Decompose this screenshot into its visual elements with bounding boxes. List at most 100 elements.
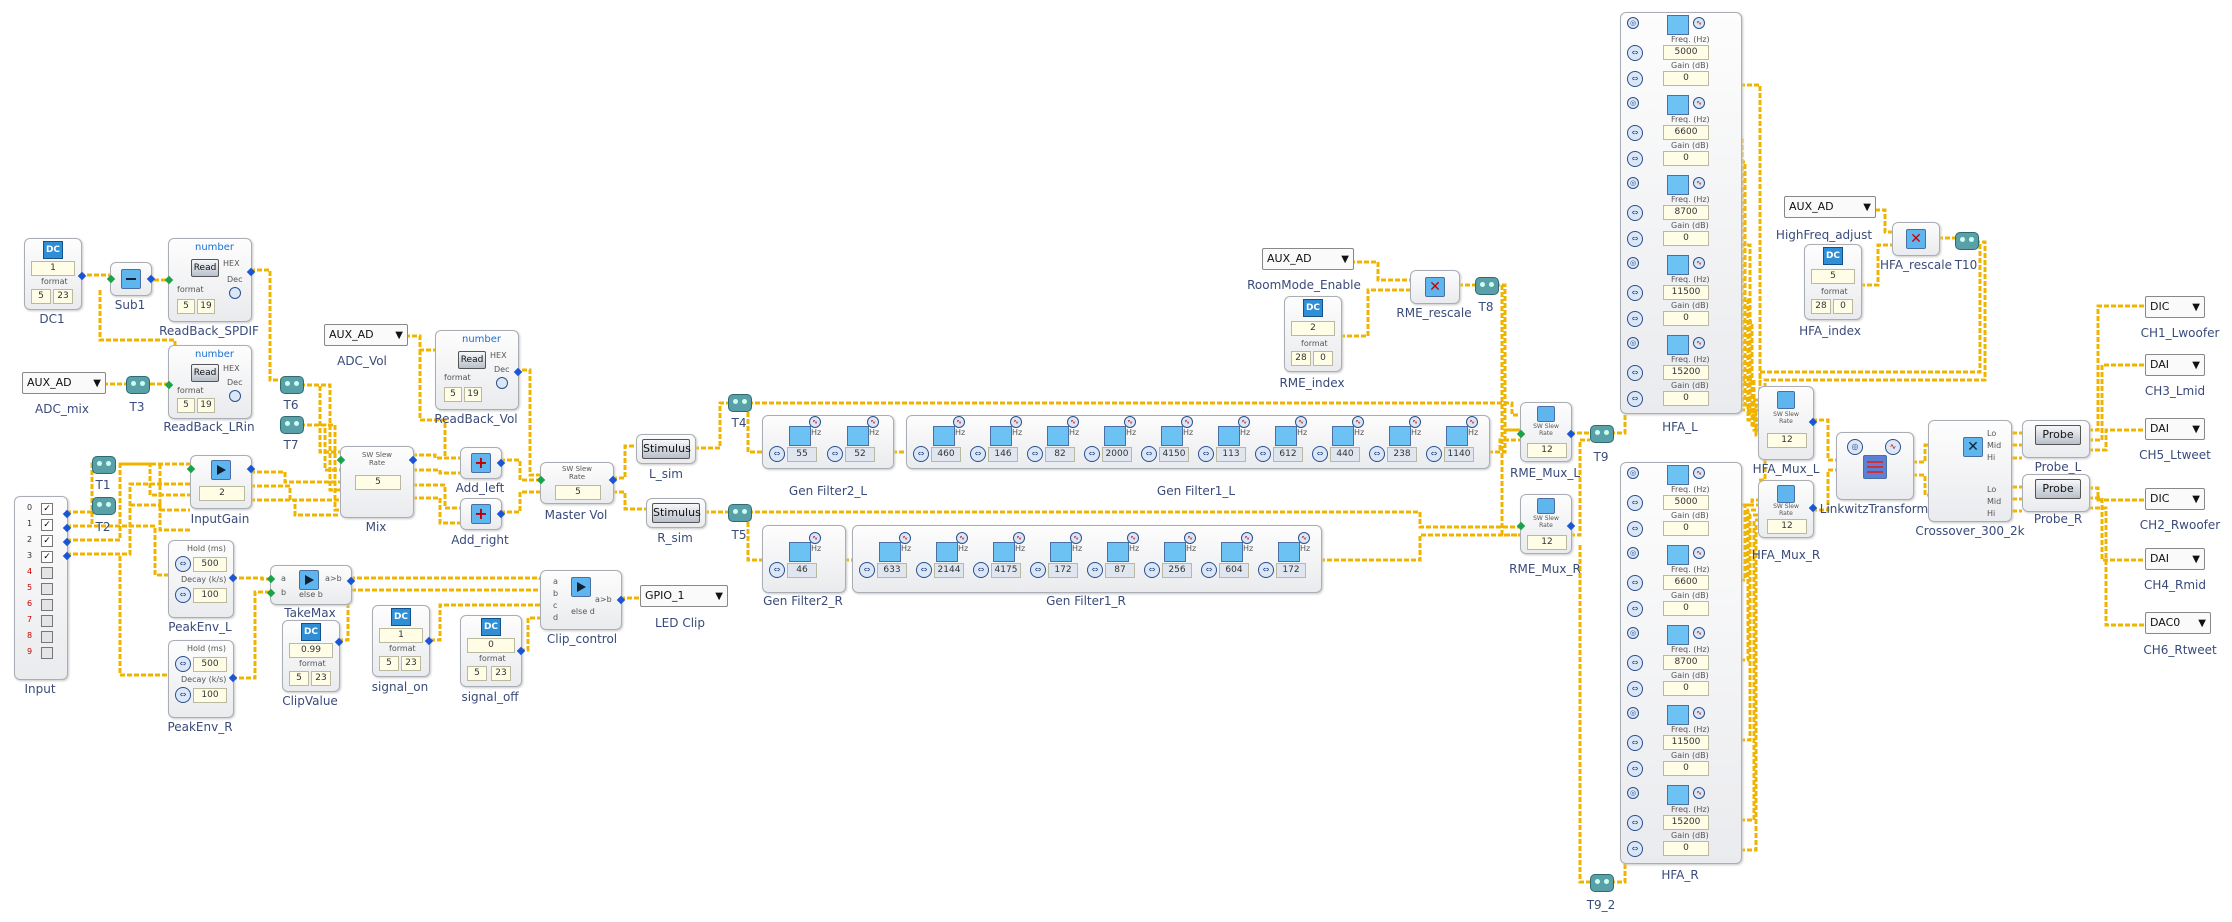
clipvalue-block[interactable]: DC 0.99 format 5 23	[282, 620, 344, 692]
ch5-dropdown[interactable]: DAI▼	[2145, 418, 2205, 440]
band-freq-knob[interactable]: ⇔	[1030, 562, 1046, 578]
hfa-rescale-block[interactable]: ✕	[1892, 222, 1940, 256]
input-checkbox-0[interactable]: ✓	[41, 503, 53, 515]
band-freq-knob[interactable]: ⇔	[1426, 446, 1442, 462]
band-freq-knob[interactable]: ⇔	[769, 446, 785, 462]
band-phase-icon[interactable]: ∿	[809, 416, 821, 428]
input-checkbox-8[interactable]	[41, 631, 53, 643]
band-phase-icon[interactable]: ∿	[956, 532, 968, 544]
band-freq-value[interactable]: 1140	[1444, 447, 1474, 462]
add-right-block[interactable]: +	[460, 498, 506, 530]
band-freq-value[interactable]: 172	[1276, 563, 1306, 578]
input-checkbox-4[interactable]	[41, 567, 53, 579]
band-freq-knob[interactable]: ⇔	[916, 562, 932, 578]
band-freq-value[interactable]: 4150	[1159, 447, 1189, 462]
inputgain-block[interactable]: 2	[186, 455, 256, 509]
band-phase-icon[interactable]: ∿	[1693, 787, 1705, 799]
hfa-freq-value[interactable]: 8700	[1663, 655, 1709, 670]
highfreq-adjust-dropdown[interactable]: AUX_AD▼	[1784, 196, 1876, 218]
band-gain-knob[interactable]: ⇔	[1627, 231, 1643, 247]
band-phase-icon[interactable]: ∿	[1013, 532, 1025, 544]
rme-index-fmt-b[interactable]: 0	[1313, 351, 1333, 366]
band-phase-icon[interactable]: ∿	[953, 416, 965, 428]
inputgain-value[interactable]: 2	[199, 486, 245, 501]
band-mode-icon[interactable]: ◎	[1627, 787, 1639, 799]
ch4-dropdown[interactable]: DAI▼	[2145, 548, 2205, 570]
band-mode-icon[interactable]: ◎	[1627, 97, 1639, 109]
t10-node[interactable]	[1955, 232, 1979, 250]
clipvalue-value[interactable]: 0.99	[289, 643, 333, 658]
band-phase-icon[interactable]: ∿	[1238, 416, 1250, 428]
t5-node[interactable]	[728, 504, 752, 522]
hfa-freq-value[interactable]: 11500	[1663, 285, 1709, 300]
band-freq-knob[interactable]: ⇔	[1312, 446, 1328, 462]
band-phase-icon[interactable]: ∿	[1070, 532, 1082, 544]
peakenv-r-hold-knob[interactable]: ⇔	[175, 656, 191, 672]
sub1-block[interactable]	[106, 262, 156, 296]
hfa-index-fmt-a[interactable]: 28	[1811, 299, 1831, 314]
dc1-block[interactable]: DC 1 format 5 23	[24, 238, 87, 310]
readback-spdif-dial-icon[interactable]	[229, 287, 241, 299]
band-phase-icon[interactable]: ∿	[1693, 337, 1705, 349]
rme-mux-r-block[interactable]: SW Slew Rate 12	[1516, 494, 1576, 554]
band-freq-knob[interactable]: ⇔	[970, 446, 986, 462]
band-mode-icon[interactable]: ◎	[1627, 467, 1639, 479]
band-phase-icon[interactable]: ∿	[1693, 547, 1705, 559]
hfa-freq-value[interactable]: 5000	[1663, 495, 1709, 510]
band-freq-knob[interactable]: ⇔	[1627, 495, 1643, 511]
input-checkbox-7[interactable]	[41, 615, 53, 627]
r-sim-block[interactable]: Stimulus	[646, 498, 706, 528]
band-freq-knob[interactable]: ⇔	[1258, 562, 1274, 578]
band-freq-knob[interactable]: ⇔	[859, 562, 875, 578]
band-freq-knob[interactable]: ⇔	[1627, 655, 1643, 671]
band-gain-knob[interactable]: ⇔	[1627, 681, 1643, 697]
band-freq-value[interactable]: 440	[1330, 447, 1360, 462]
peakenv-r-hold[interactable]: 500	[193, 657, 227, 672]
band-gain-knob[interactable]: ⇔	[1627, 151, 1643, 167]
hfa-freq-value[interactable]: 15200	[1663, 815, 1709, 830]
band-phase-icon[interactable]: ∿	[1241, 532, 1253, 544]
band-freq-knob[interactable]: ⇔	[1627, 735, 1643, 751]
band-phase-icon[interactable]: ∿	[1693, 17, 1705, 29]
readback-lrin-dial-icon[interactable]	[229, 390, 241, 402]
hfa-index-fmt-b[interactable]: 0	[1833, 299, 1853, 314]
clipvalue-fmt-b[interactable]: 23	[311, 671, 331, 686]
band-freq-value[interactable]: 256	[1162, 563, 1192, 578]
hfa-freq-value[interactable]: 8700	[1663, 205, 1709, 220]
band-freq-knob[interactable]: ⇔	[1627, 205, 1643, 221]
band-freq-knob[interactable]: ⇔	[1627, 575, 1643, 591]
gen-filter2-r-block[interactable]: Hz∿⇔46	[762, 525, 846, 593]
t3-node[interactable]	[126, 376, 150, 394]
t1-node[interactable]	[92, 456, 116, 474]
band-freq-value[interactable]: 55	[787, 447, 817, 462]
led-clip-dropdown[interactable]: GPIO_1▼	[640, 585, 728, 607]
band-phase-icon[interactable]: ∿	[1127, 532, 1139, 544]
band-gain-knob[interactable]: ⇔	[1627, 601, 1643, 617]
band-mode-icon[interactable]: ◎	[1627, 547, 1639, 559]
band-freq-knob[interactable]: ⇔	[827, 446, 843, 462]
linkwitz-knob2-icon[interactable]: ∿	[1885, 439, 1901, 455]
band-phase-icon[interactable]: ∿	[1693, 97, 1705, 109]
band-gain-knob[interactable]: ⇔	[1627, 841, 1643, 857]
rme-mux-r-value[interactable]: 12	[1527, 535, 1567, 550]
band-freq-knob[interactable]: ⇔	[1627, 125, 1643, 141]
band-phase-icon[interactable]: ∿	[1409, 416, 1421, 428]
peakenv-l-hold[interactable]: 500	[193, 557, 227, 572]
roommode-enable-dropdown[interactable]: AUX_AD▼	[1262, 248, 1354, 270]
t7-node[interactable]	[280, 416, 304, 434]
hfa-mux-r-block[interactable]: SW Slew Rate 12	[1758, 480, 1818, 538]
signal-on-fmt-b[interactable]: 23	[401, 656, 421, 671]
crossover-block[interactable]: ✕ Lo Mid Hi Lo Mid Hi	[1928, 420, 2012, 522]
input-checkbox-3[interactable]: ✓	[41, 551, 53, 563]
master-vol-value[interactable]: 5	[555, 485, 601, 500]
signal-off-fmt-a[interactable]: 5	[467, 666, 487, 681]
ch3-dropdown[interactable]: DAI▼	[2145, 354, 2205, 376]
band-freq-knob[interactable]: ⇔	[1141, 446, 1157, 462]
rme-mux-l-block[interactable]: SW Slew Rate 12	[1516, 402, 1576, 462]
dc1-value[interactable]: 1	[31, 261, 75, 276]
readback-vol-dial-icon[interactable]	[496, 377, 508, 389]
